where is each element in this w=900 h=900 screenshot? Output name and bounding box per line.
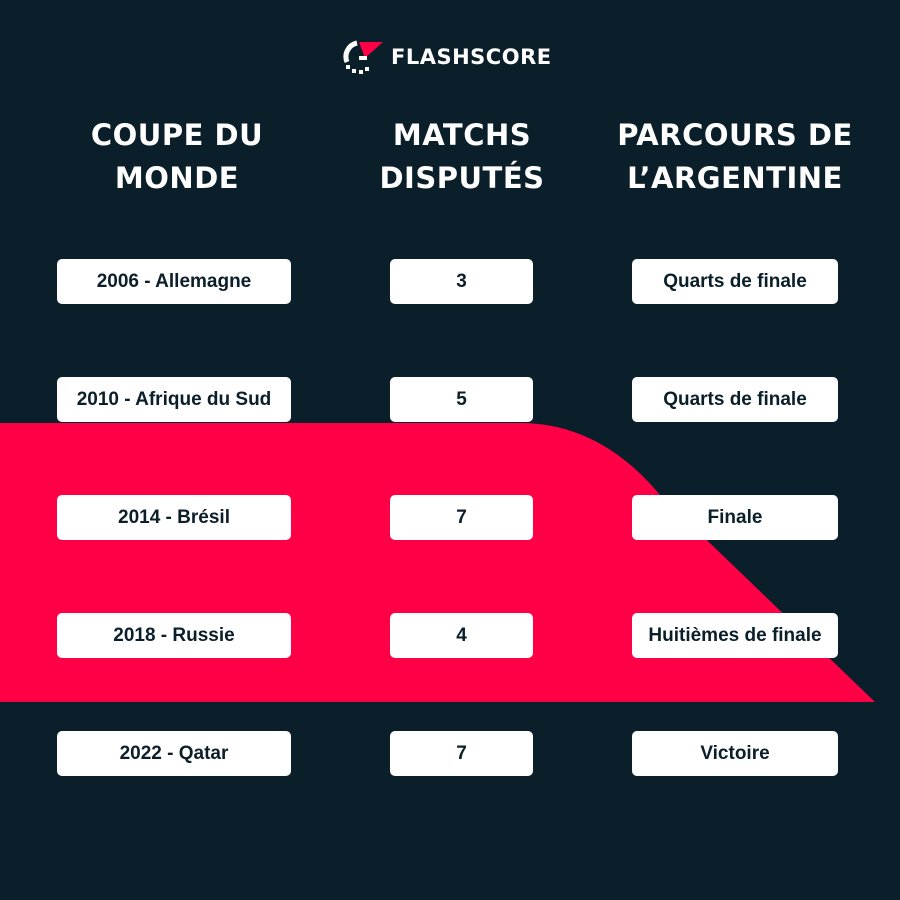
logo-text: FLASHSCORE: [391, 45, 552, 69]
header-matchs-disputes: MATCHS DISPUTÉS: [352, 114, 572, 200]
header-coupe-du-monde: COUPE DU MONDE: [57, 114, 297, 200]
cup-cell: 2006 - Allemagne: [57, 259, 291, 304]
cup-cell: 2010 - Afrique du Sud: [57, 377, 291, 422]
matches-cell: 4: [390, 613, 533, 658]
result-cell: Huitièmes de finale: [632, 613, 838, 658]
cup-cell: 2014 - Brésil: [57, 495, 291, 540]
result-cell: Quarts de finale: [632, 259, 838, 304]
cup-cell: 2018 - Russie: [57, 613, 291, 658]
matches-cell: 7: [390, 731, 533, 776]
header-line: PARCOURS DE: [617, 118, 853, 152]
header-line: MATCHS: [392, 118, 532, 152]
cup-cell: 2022 - Qatar: [57, 731, 291, 776]
header-line: L’ARGENTINE: [627, 161, 843, 195]
header-parcours: PARCOURS DE L’ARGENTINE: [605, 114, 865, 200]
matches-cell: 5: [390, 377, 533, 422]
header-line: COUPE DU: [90, 118, 264, 152]
header-line: MONDE: [114, 161, 240, 195]
flashscore-logo: FLASHSCORE: [343, 40, 552, 74]
flashscore-logo-icon: [343, 40, 383, 74]
result-cell: Quarts de finale: [632, 377, 838, 422]
result-cell: Victoire: [632, 731, 838, 776]
matches-cell: 7: [390, 495, 533, 540]
result-cell: Finale: [632, 495, 838, 540]
matches-cell: 3: [390, 259, 533, 304]
header-line: DISPUTÉS: [379, 161, 545, 195]
